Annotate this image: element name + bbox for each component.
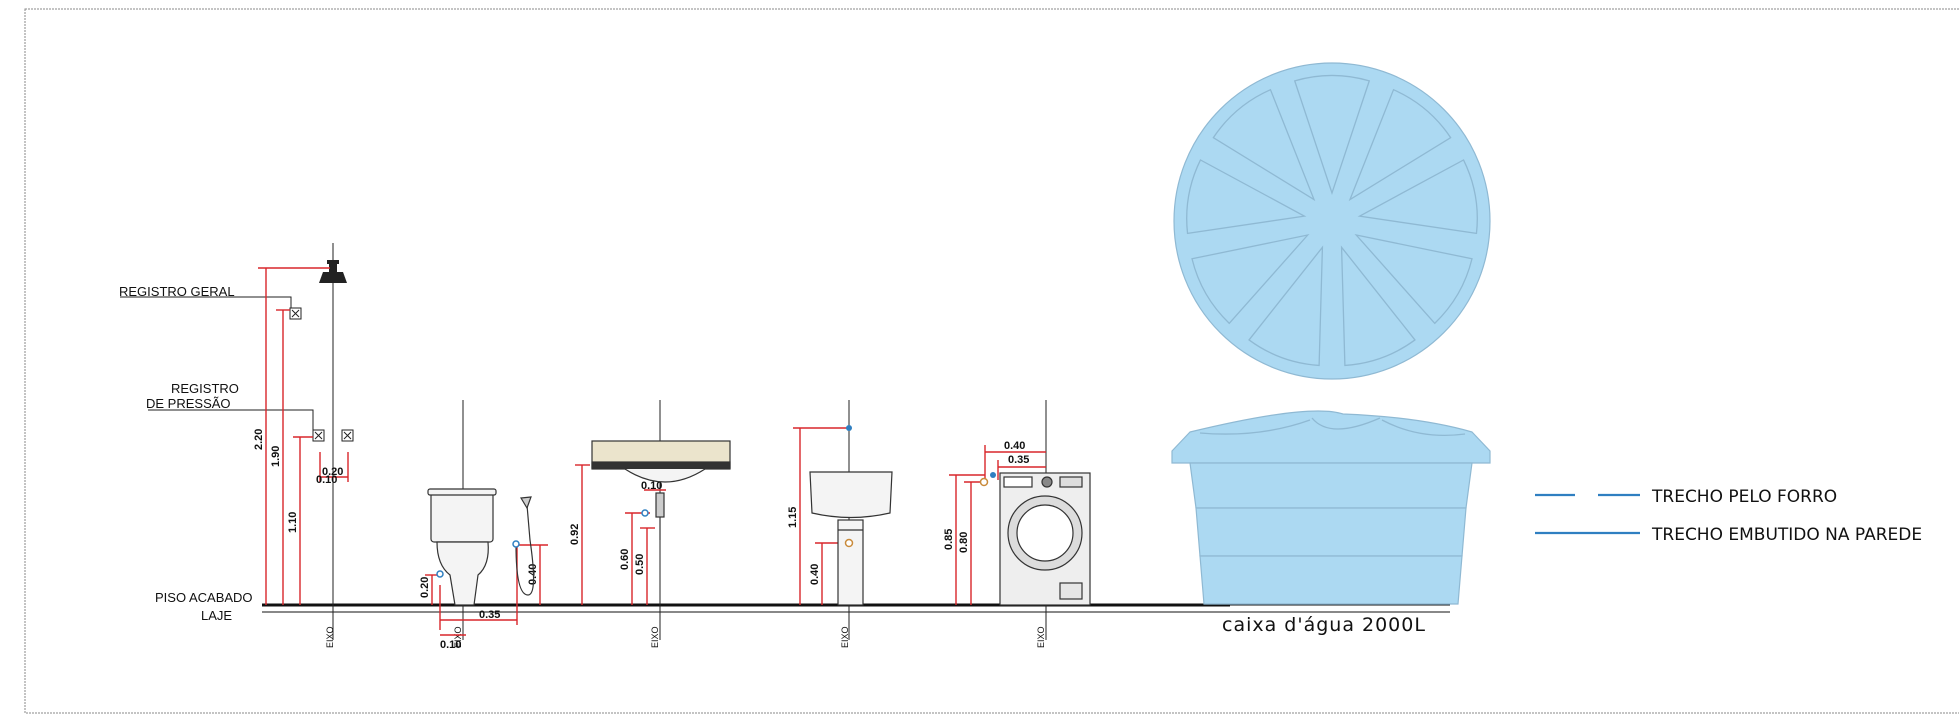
registro-pressao-label-2: DE PRESSÃO (146, 396, 231, 411)
dim-0-10-toilet: 0.10 (440, 639, 461, 651)
tank-lid-segment (1186, 159, 1307, 235)
laje-label: LAJE (201, 608, 232, 623)
registro-pressao-label-1: REGISTRO (171, 381, 239, 396)
valve-icon (289, 307, 354, 442)
dim-0-10-shower: 0.10 (316, 474, 337, 486)
dim-0-20-toilet: 0.20 (419, 577, 431, 598)
dim-0-85: 0.85 (943, 529, 955, 550)
tank-water-point-low (844, 538, 854, 548)
axis-label-4: EIXO (840, 626, 850, 648)
bidet-shower-icon (515, 496, 535, 596)
toilet-icon (427, 488, 497, 606)
washer-water-point-1 (979, 477, 989, 487)
sink-icon (591, 440, 731, 540)
toilet-water-point (436, 570, 444, 578)
piso-acabado-label: PISO ACABADO (155, 590, 253, 605)
dim-0-60: 0.60 (619, 549, 631, 570)
water-tank-elevation (1171, 410, 1491, 605)
axis-label-5: EIXO (1036, 626, 1046, 648)
tank-lid-segment (1191, 233, 1310, 325)
tank-lid-segment (1348, 88, 1452, 202)
legend: TRECHO PELO FORRO TRECHO EMBUTIDO NA PAR… (1535, 487, 1922, 545)
dim-1-10: 1.10 (287, 512, 299, 533)
dim-0-35-toilet: 0.35 (479, 609, 500, 621)
utility-sink-icon (809, 471, 893, 606)
axis-label-1: EIXO (325, 626, 335, 648)
dim-0-40-tank: 0.40 (809, 564, 821, 585)
washer-water-point-2 (990, 472, 996, 478)
dim-0-10-sink: 0.10 (641, 480, 662, 492)
water-tank-top-view (1173, 62, 1491, 380)
tank-lid-segment (1212, 88, 1316, 202)
sink-water-point (641, 509, 649, 517)
dim-0-80: 0.80 (958, 532, 970, 553)
dim-0-92: 0.92 (569, 524, 581, 545)
axis-label-3: EIXO (650, 626, 660, 648)
dimension-lines (258, 267, 1046, 636)
water-tank-caption: caixa d'água 2000L (1222, 614, 1426, 636)
dim-0-20-shower: 0.20 (322, 466, 343, 478)
axis-label-2: EIXO (453, 626, 463, 648)
legend-parede-label: TRECHO EMBUTIDO NA PAREDE (1651, 525, 1922, 545)
tank-lid-segment (1340, 245, 1416, 367)
tank-lid-segment (1354, 233, 1473, 325)
dim-1-15: 1.15 (787, 507, 799, 528)
dim-0-50: 0.50 (634, 554, 646, 575)
dim-0-35-washer: 0.35 (1008, 454, 1029, 466)
tank-lid-segment (1357, 159, 1478, 235)
legend-forro-label: TRECHO PELO FORRO (1651, 487, 1837, 507)
tank-lid-segment (1293, 74, 1371, 196)
label-leaders (120, 296, 314, 430)
bidet-water-point (512, 540, 520, 548)
dim-1-90: 1.90 (270, 446, 282, 467)
dim-2-20: 2.20 (253, 429, 265, 450)
shower-head-icon (319, 260, 347, 283)
tank-water-point-top (846, 425, 852, 431)
washing-machine-icon (999, 472, 1091, 606)
tank-lid-segment (1248, 245, 1324, 367)
registro-geral-label: REGISTRO GERAL (119, 284, 235, 299)
dim-0-40-washer: 0.40 (1004, 440, 1025, 452)
sheet-border (24, 8, 1959, 714)
